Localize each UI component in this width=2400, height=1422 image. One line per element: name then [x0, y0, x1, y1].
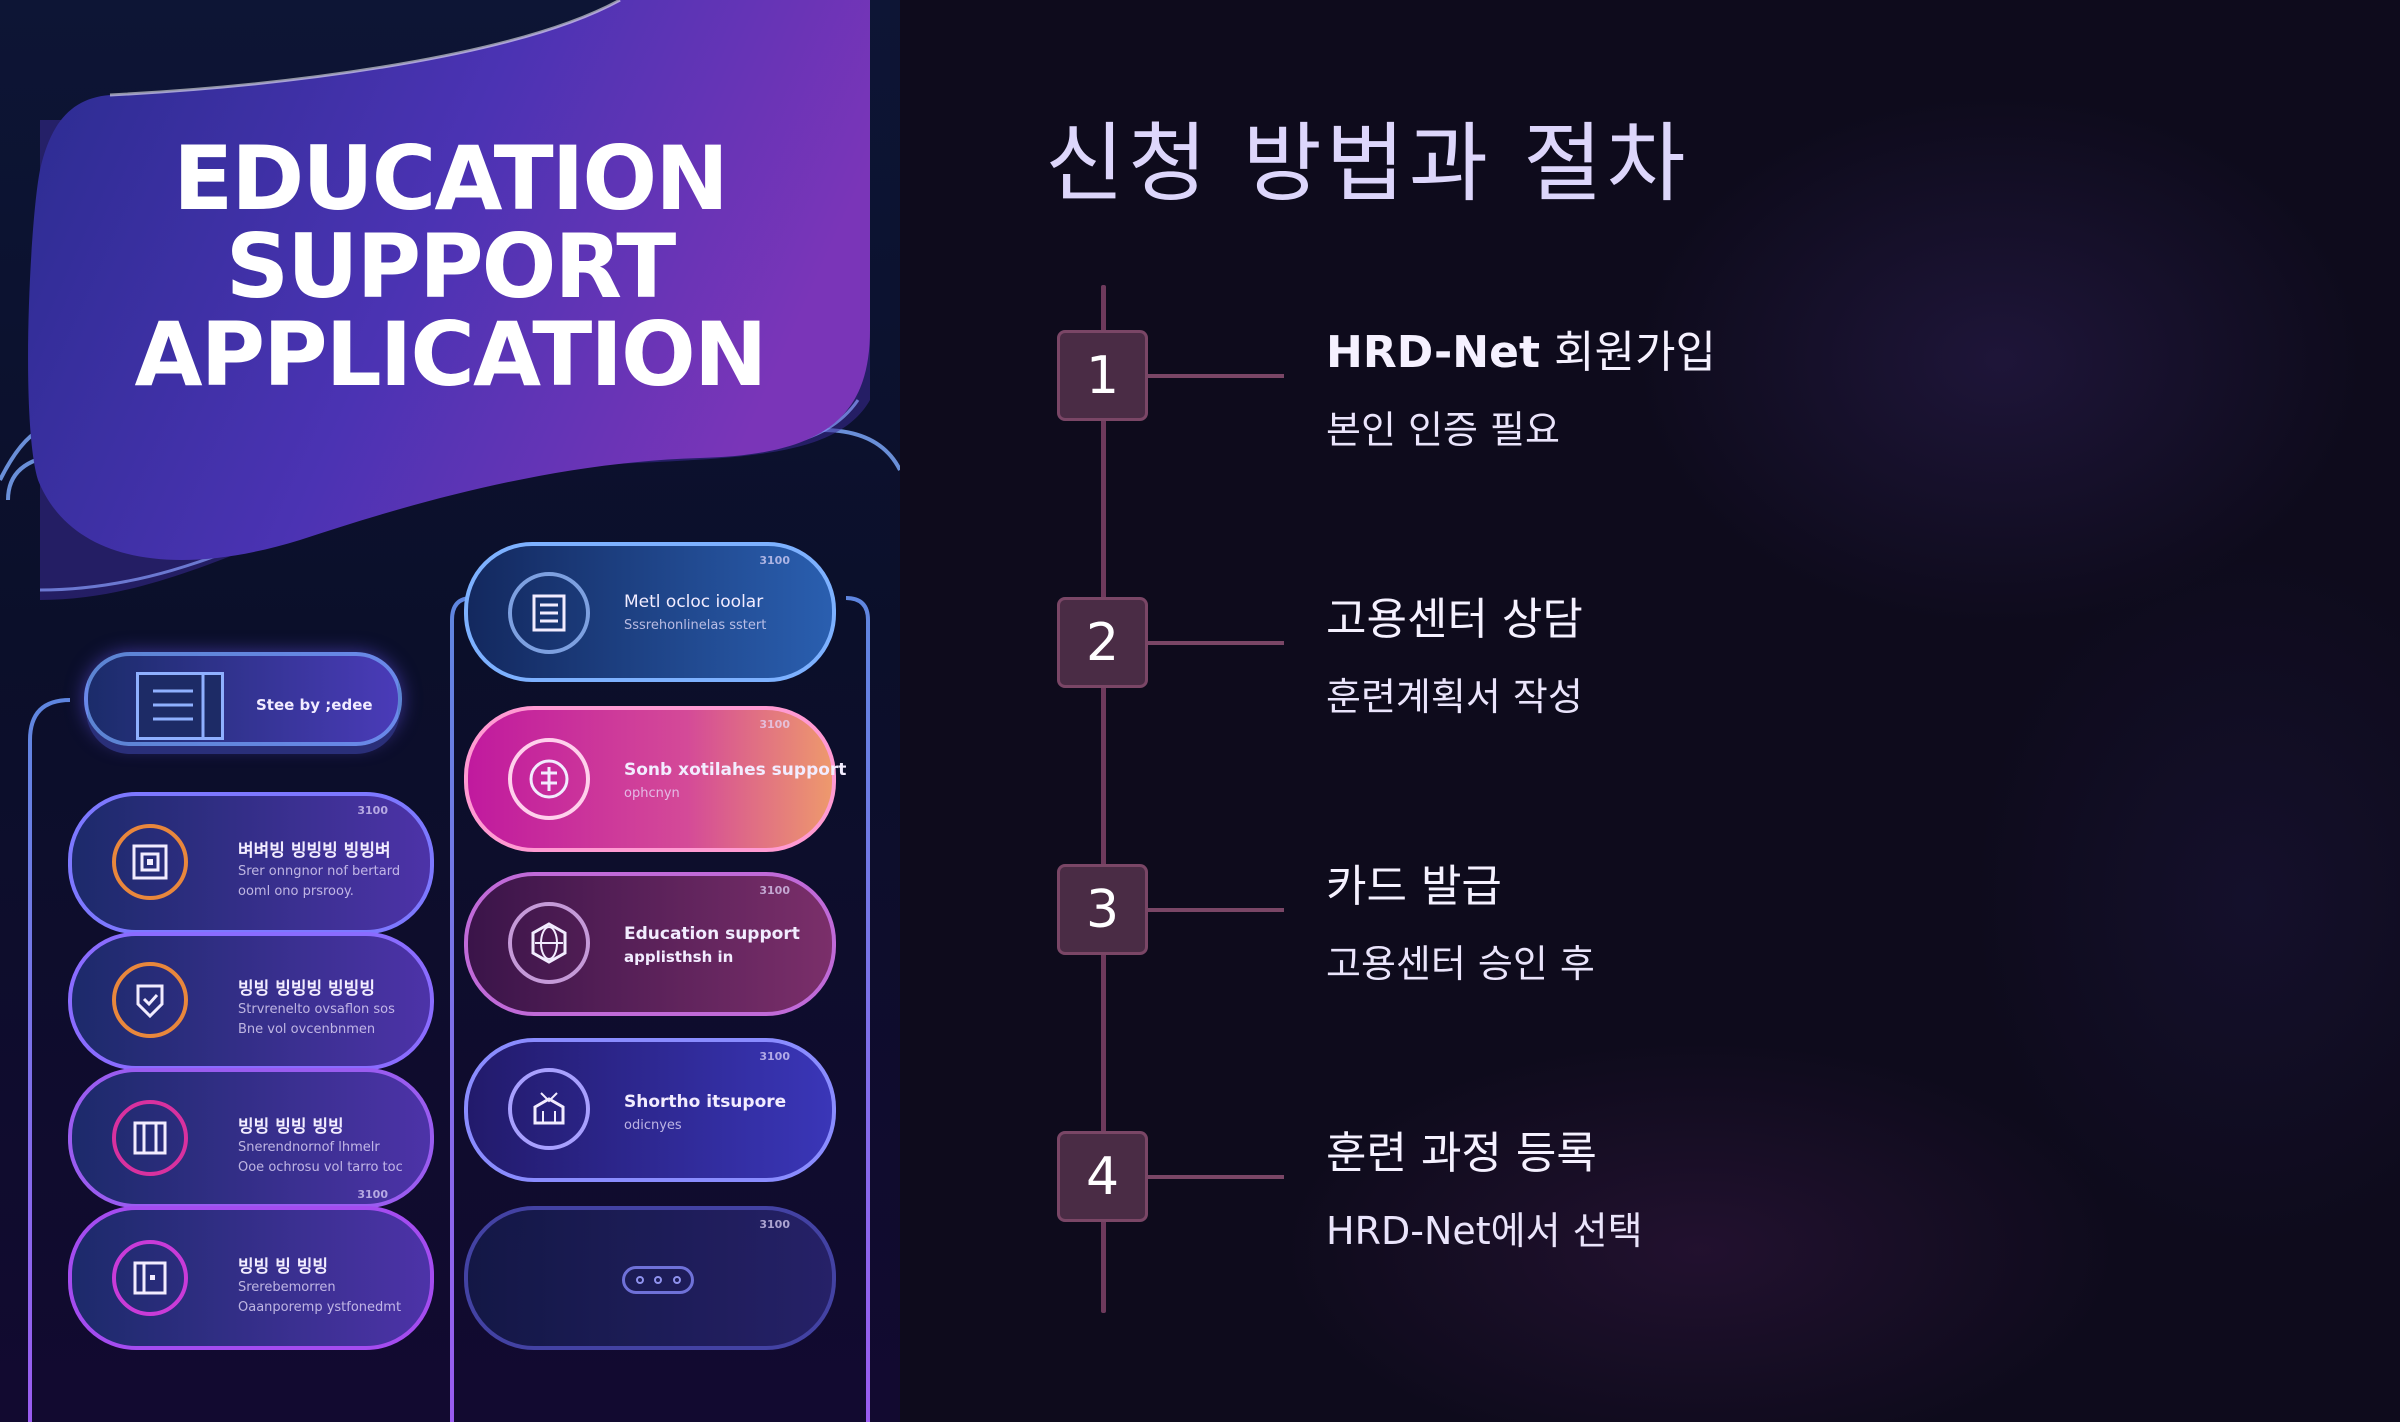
hero-title-line: APPLICATION — [134, 303, 768, 406]
process-step: 2 고용센터 상담 훈련계획서 작성 — [900, 552, 2400, 719]
left-card: 빙빙 빙빙 빙빙 Snerendnornof lhmelr Ooe ochros… — [70, 1070, 432, 1206]
card-subtitle: odicnyes — [624, 1118, 682, 1133]
step-description: 훈련계획서 작성 — [1326, 675, 1583, 719]
step-title-text: 회원가입 — [1540, 327, 1716, 378]
card-tag: 3100 — [357, 804, 388, 817]
step-by-guide-card: Stee by ;edee — [84, 652, 402, 746]
step-number-badge: 1 — [1057, 330, 1148, 421]
step-connector — [1148, 1175, 1284, 1179]
step-connector — [1148, 908, 1284, 912]
card-title: 빙빙 빙 빙빙 — [238, 1257, 329, 1277]
card-subtitle: Strvrenelto ovsaflon sos — [238, 1002, 395, 1017]
card-subtitle: applisthsh in — [624, 948, 734, 966]
page-title: 신청 방법과 절차 — [1045, 114, 1690, 214]
left-card: 3100 벼벼빙 빙빙빙 빙빙벼 Srer onngnor nof bertar… — [70, 794, 432, 932]
right-card: 3100 Shortho itsupore odicnyes — [466, 1040, 834, 1180]
card-title: 벼벼빙 빙빙빙 빙빙벼 — [238, 841, 391, 861]
card-title: 빙빙 빙빙빙 빙빙빙 — [238, 979, 375, 999]
timeline-line — [1101, 285, 1106, 1313]
card-tag: 3100 — [759, 884, 790, 897]
card-subtitle: Ooe ochrosu vol tarro toc — [238, 1160, 403, 1175]
card-title: Sonb xotilahes support — [624, 760, 847, 780]
left-card: 빙빙 빙빙빙 빙빙빙 Strvrenelto ovsaflon sos Bne … — [70, 934, 432, 1068]
more-dots-icon — [622, 1266, 694, 1294]
document-list-icon — [136, 672, 224, 740]
globe-hexagon-icon — [508, 902, 590, 984]
application-process-panel: 신청 방법과 절차 1 HRD-Net 회원가입 본인 인증 필요 2 고용센터… — [900, 0, 2400, 1422]
step-connector — [1148, 641, 1284, 645]
card-subtitle: Snerendnornof lhmelr — [238, 1140, 380, 1155]
left-card: 3100 빙빙 빙 빙빙 Srerebemorren Oaanporemp ys… — [70, 1188, 432, 1348]
document-list-icon — [508, 572, 590, 654]
card-title: Shortho itsupore — [624, 1092, 787, 1112]
step-title: 훈련 과정 등록 — [1326, 1124, 1597, 1184]
right-card: 3100 Education support applisthsh in — [466, 874, 834, 1014]
education-support-illustration: EDUCATION SUPPORT APPLICATION Stee by ;e… — [0, 0, 900, 1422]
step-title: HRD-Net 회원가입 — [1326, 323, 1716, 383]
badge-coin-icon — [508, 738, 590, 820]
step-connector — [1148, 374, 1284, 378]
step-description: HRD-Net에서 선택 — [1326, 1209, 1643, 1253]
square-target-icon — [112, 824, 188, 900]
card-tag: 3100 — [759, 1050, 790, 1063]
card-subtitle: Sssrehonlinelas sstert — [624, 618, 767, 633]
step-number-badge: 4 — [1057, 1131, 1148, 1222]
hero-title-line: EDUCATION — [173, 127, 729, 230]
process-step: 1 HRD-Net 회원가입 본인 인증 필요 — [900, 285, 2400, 452]
right-card: 3100 Sonb xotilahes support ophcnyn — [466, 708, 846, 850]
hero-title-line: SUPPORT — [225, 215, 676, 318]
card-subtitle: Srer onngnor nof bertard — [238, 864, 401, 879]
card-title: Metl ocloc ioolar — [624, 592, 764, 612]
step-number-badge: 3 — [1057, 864, 1148, 955]
card-subtitle: ooml ono prsrooy. — [238, 884, 354, 899]
step-title-text: 훈련 과정 등록 — [1326, 1128, 1597, 1179]
step-title: 카드 발급 — [1326, 857, 1502, 917]
card-tag: 3100 — [759, 718, 790, 731]
step-title-bold: HRD-Net — [1326, 327, 1541, 378]
step-title-text: 카드 발급 — [1326, 861, 1502, 912]
card-tag: 3100 — [759, 1218, 790, 1231]
process-step: 4 훈련 과정 등록 HRD-Net에서 선택 — [900, 1086, 2400, 1253]
card-subtitle: Oaanporemp ystfonedmt — [238, 1300, 402, 1315]
card-tag: 3100 — [357, 1188, 388, 1201]
step-description: 본인 인증 필요 — [1326, 408, 1560, 452]
door-panel-icon — [112, 1240, 188, 1316]
process-step: 3 카드 발급 고용센터 승인 후 — [900, 819, 2400, 986]
illustration-hero-title: EDUCATION SUPPORT APPLICATION — [40, 135, 860, 399]
card-title: 빙빙 빙빙 빙빙 — [238, 1117, 344, 1137]
card-title: Education support — [624, 924, 800, 944]
step-title: 고용센터 상담 — [1326, 590, 1583, 650]
card-subtitle: ophcnyn — [624, 786, 680, 801]
step-number-badge: 2 — [1057, 597, 1148, 688]
shield-check-icon — [112, 962, 188, 1038]
right-card: 3100 Metl ocloc ioolar Sssrehonlinelas s… — [466, 544, 834, 680]
hands-box-icon — [508, 1068, 590, 1150]
mini-card-label: Stee by ;edee — [256, 696, 373, 714]
door-panel-icon — [112, 1100, 188, 1176]
card-subtitle: Srerebemorren — [238, 1280, 336, 1295]
step-description: 고용센터 승인 후 — [1326, 942, 1595, 986]
step-title-text: 고용센터 상담 — [1326, 594, 1583, 645]
right-card: 3100 — [466, 1208, 834, 1348]
card-subtitle: Bne vol ovcenbnmen — [238, 1022, 376, 1037]
card-tag: 3100 — [759, 554, 790, 567]
